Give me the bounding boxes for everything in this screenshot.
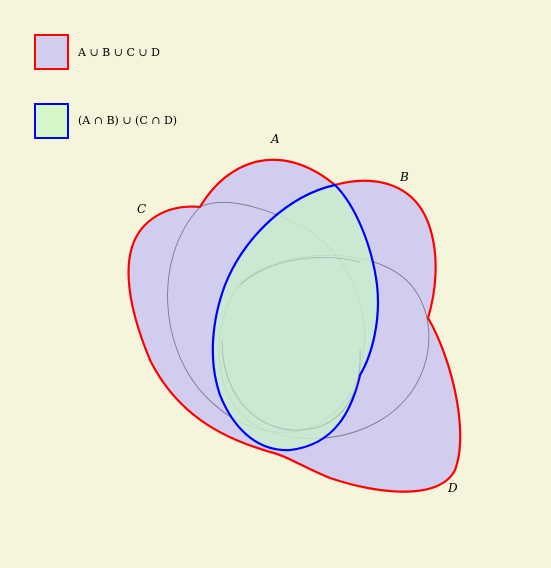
set-label-a: A: [270, 132, 280, 146]
legend-label-intersection: (A ∩ B) ∪ (C ∩ D): [78, 114, 177, 127]
legend-item-intersection: (A ∩ B) ∪ (C ∩ D): [34, 103, 177, 139]
set-label-b: B: [399, 170, 409, 184]
legend-swatch-union: [34, 34, 69, 70]
set-d-inner-outline: [239, 257, 361, 286]
legend-swatch-intersection: [34, 103, 69, 139]
set-label-c: C: [137, 202, 146, 216]
legend-label-union: A ∪ B ∪ C ∪ D: [77, 46, 160, 59]
set-c-inner-outline: [221, 339, 361, 431]
set-label-d: D: [447, 481, 458, 495]
legend-item-union: A ∪ B ∪ C ∪ D: [34, 34, 160, 70]
legend: A ∪ B ∪ C ∪ D (A ∩ B) ∪ (C ∩ D): [34, 34, 177, 139]
intersection-region: [211, 183, 380, 452]
